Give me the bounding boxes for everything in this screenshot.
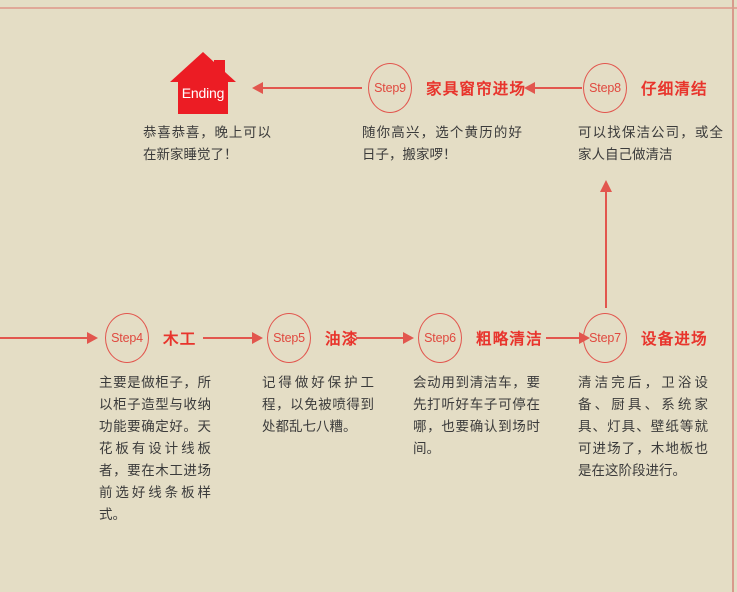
top-rule-divider [0, 7, 737, 9]
arrow-step7-to-step8-icon [600, 180, 612, 308]
step7-description: 清洁完后，卫浴设备、厨具、系统家具、灯具、壁纸等就可进场了，木地板也是在这阶段进… [578, 375, 708, 478]
step4-description: 主要是做柜子，所以柜子造型与收纳功能要确定好。天花板有设计线板者，要在木工进场前… [99, 375, 211, 522]
step9-description: 随你高兴，选个黄历的好日子，搬家啰！ [362, 125, 522, 162]
step4-badge: Step4 [105, 313, 149, 363]
step4-heading: 木工 [163, 331, 197, 348]
node-step9[interactable]: Step9 家具窗帘进场 [368, 63, 526, 113]
step6-description: 会动用到清洁车，要先打听好车子可停在哪，也要确认到场时间。 [413, 375, 540, 456]
step8-heading: 仔细清结 [641, 81, 708, 98]
step5-badge: Step5 [267, 313, 311, 363]
step8-description: 可以找保洁公司，或全家人自己做清洁 [578, 125, 723, 162]
house-icon-shape [170, 52, 236, 114]
arrow-into-step4-icon [0, 332, 98, 344]
step5-heading: 油漆 [325, 331, 359, 348]
step7-heading: 设备进场 [641, 331, 708, 348]
step9-heading: 家具窗帘进场 [426, 81, 527, 98]
step9-badge: Step9 [368, 63, 412, 113]
node-step5[interactable]: Step5 油漆 [267, 313, 358, 363]
node-step8[interactable]: Step8 仔细清结 [583, 63, 708, 113]
house-icon: Ending [170, 52, 236, 114]
step6-heading: 粗略清洁 [476, 331, 543, 348]
step5-description: 记得做好保护工程，以免被喷得到处都乱七八糟。 [262, 375, 374, 434]
ending-description: 恭喜恭喜，晚上可以在新家睡觉了！ [143, 125, 271, 162]
arrow-step5-to-step6-icon [356, 332, 414, 344]
step8-badge: Step8 [583, 63, 627, 113]
arrow-step4-to-step5-icon [203, 332, 263, 344]
node-step6[interactable]: Step6 粗略清洁 [418, 313, 543, 363]
node-step7[interactable]: Step7 设备进场 [583, 313, 708, 363]
arrow-step9-to-ending-icon [252, 82, 362, 94]
arrow-step8-to-step9-icon [524, 82, 582, 94]
node-step4[interactable]: Step4 木工 [105, 313, 196, 363]
step7-badge: Step7 [583, 313, 627, 363]
right-rule-divider [732, 0, 734, 592]
step6-badge: Step6 [418, 313, 462, 363]
